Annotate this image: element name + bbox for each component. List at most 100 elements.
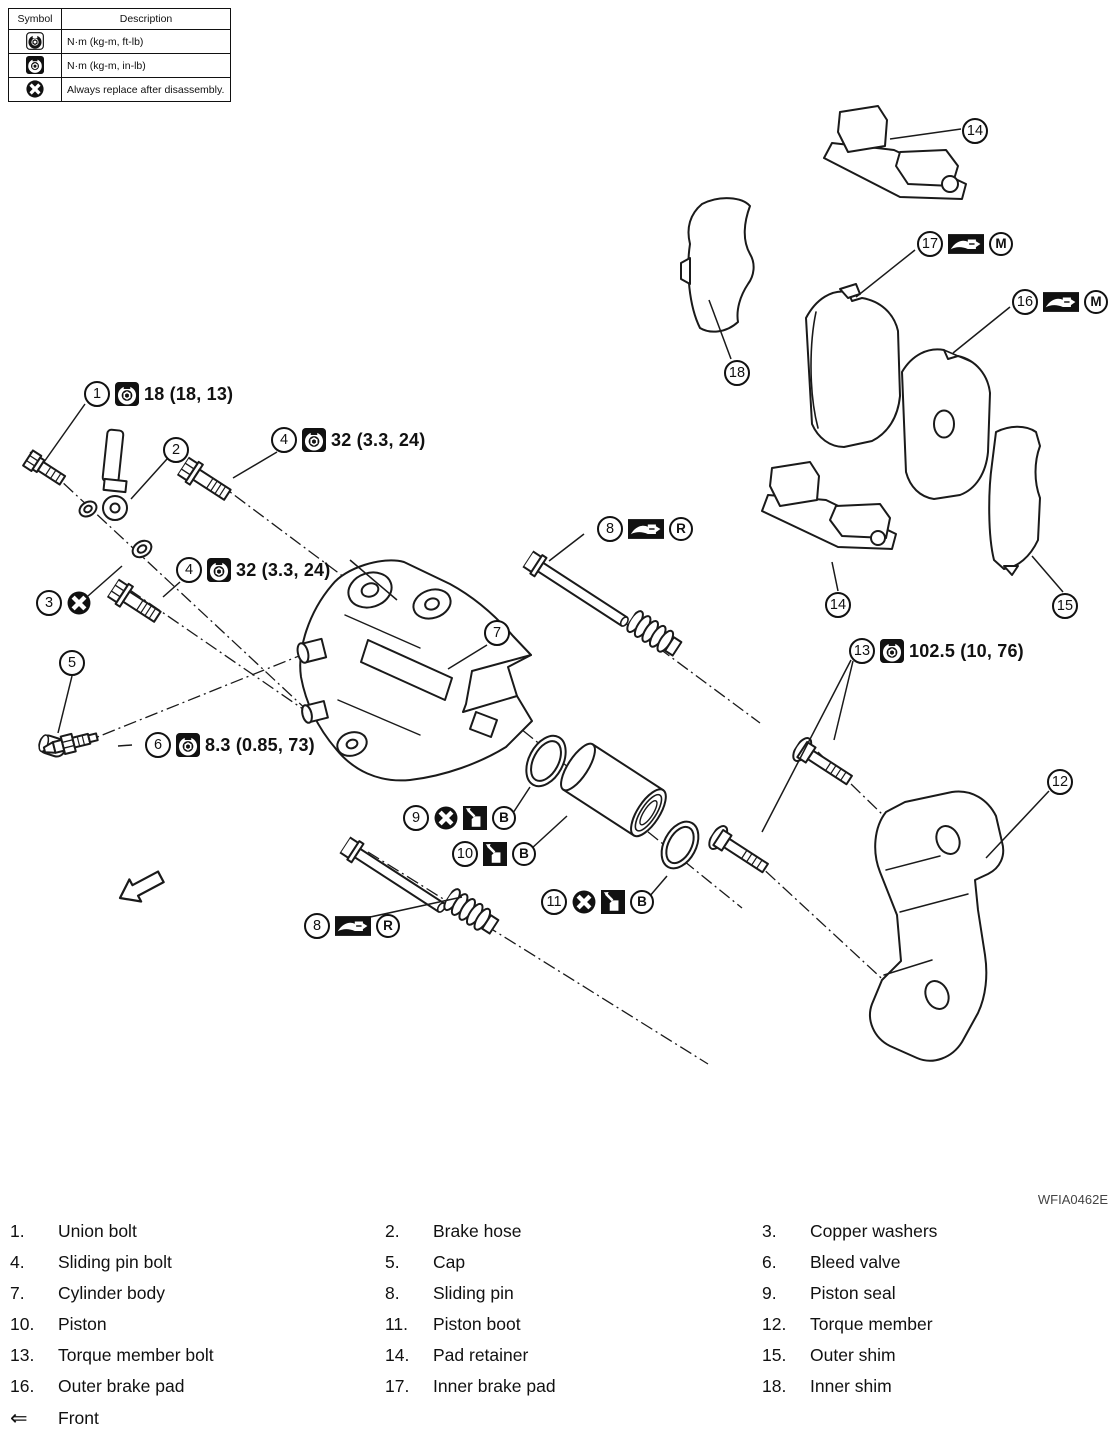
replace-icon [572, 890, 596, 914]
pad-retainer-lower-part [761, 461, 897, 550]
fluid-type-badge: B [492, 806, 516, 830]
torque-spec: 8.3 (0.85, 73) [205, 734, 315, 755]
sliding-pin-lower-part [337, 834, 451, 920]
part-name: Outer shim [810, 1345, 896, 1365]
piston-part [560, 742, 667, 838]
outer-shim-part [988, 425, 1041, 576]
fluid-type-badge: B [512, 842, 536, 866]
grease-type-badge: M [989, 232, 1013, 256]
callout-number: 9 [403, 805, 429, 831]
callout-number: 10 [452, 841, 478, 867]
legend-description: N·m (kg-m, in-lb) [61, 53, 231, 78]
part-number: 12. [762, 1314, 787, 1334]
part-number: 13. [10, 1345, 35, 1365]
sliding-pin-bolt-lower-part [105, 577, 165, 628]
part-name: Union bolt [58, 1221, 137, 1241]
part-number: 18. [762, 1376, 787, 1396]
callout-number: 3 [36, 590, 62, 616]
parts-list-column-3: 3. Copper washers 6. Bleed valve 9. Pist… [762, 1216, 1112, 1402]
sliding-pin-upper-part [520, 548, 634, 634]
torque-ftlb-icon [115, 382, 139, 406]
callout-leader-lines [43, 128, 1064, 922]
legend-header-symbol: Symbol [8, 8, 62, 30]
grease-type-badge: R [376, 914, 400, 938]
parts-list-item: 11. Piston boot [385, 1309, 755, 1340]
legend-row: Always replace after disassembly. [8, 77, 231, 102]
front-label: Front [58, 1408, 99, 1428]
callout-14-pad-retainer: 14 [962, 118, 988, 144]
part-number: 1. [10, 1221, 25, 1241]
torque-spec: 18 (18, 13) [144, 383, 234, 404]
legend-header-description: Description [61, 8, 231, 30]
front-direction-arrow [118, 870, 165, 903]
piston-seal-part [525, 734, 567, 788]
grease-icon [1043, 292, 1079, 312]
torque-spec: 32 (3.3, 24) [331, 429, 426, 450]
part-number: 14. [385, 1345, 410, 1365]
parts-list-column-1: 1. Union bolt 4. Sliding pin bolt 7. Cyl… [10, 1216, 380, 1402]
pad-retainer-upper-part [823, 105, 967, 200]
legend-description: Always replace after disassembly. [61, 77, 231, 102]
callout-number: 14 [962, 118, 988, 144]
callout-4-sliding-pin-bolt: 4 32 (3.3, 24) [271, 427, 425, 453]
callout-number: 6 [145, 732, 171, 758]
part-name: Cap [433, 1252, 466, 1272]
part-name: Sliding pin bolt [58, 1252, 172, 1272]
fluid-icon [601, 890, 625, 914]
part-name: Inner brake pad [433, 1376, 556, 1396]
part-name: Piston [58, 1314, 107, 1334]
parts-list-item: 10. Piston [10, 1309, 380, 1340]
callout-6-bleed-valve: 6 8.3 (0.85, 73) [145, 732, 315, 758]
sliding-pin-boot-upper-part [623, 608, 685, 660]
sliding-pin-bolt-upper-part [175, 455, 235, 506]
parts-list-item: 12. Torque member [762, 1309, 1112, 1340]
callout-12-torque-member: 12 [1047, 769, 1073, 795]
parts-list-column-2: 2. Brake hose 5. Cap 8. Sliding pin 11. … [385, 1216, 755, 1402]
torque-ftlb-icon [207, 558, 231, 582]
fluid-type-badge: B [630, 890, 654, 914]
part-name: Torque member [810, 1314, 933, 1334]
fluid-icon [463, 806, 487, 830]
callout-4-sliding-pin-bolt: 4 32 (3.3, 24) [176, 557, 330, 583]
parts-list-item: 7. Cylinder body [10, 1278, 380, 1309]
part-number: 2. [385, 1221, 400, 1241]
fluid-icon [483, 842, 507, 866]
parts-list-item: 4. Sliding pin bolt [10, 1247, 380, 1278]
part-name: Brake hose [433, 1221, 522, 1241]
callout-16-outer-brake-pad: 16 M [1012, 289, 1108, 315]
union-bolt-part [22, 449, 67, 486]
grease-icon [335, 916, 371, 936]
part-number: 3. [762, 1221, 777, 1241]
torque-ftlb-icon [302, 428, 326, 452]
callout-8-sliding-pin: 8 R [304, 913, 400, 939]
grease-icon [948, 234, 984, 254]
callout-number: 18 [724, 360, 750, 386]
sliding-pin-boot-lower-part [440, 886, 502, 938]
parts-list-item: 3. Copper washers [762, 1216, 1112, 1247]
callout-number: 1 [84, 381, 110, 407]
part-number: 4. [10, 1252, 25, 1272]
parts-list-item: 5. Cap [385, 1247, 755, 1278]
callout-number: 7 [484, 620, 510, 646]
grease-type-badge: R [669, 517, 693, 541]
replace-icon [67, 591, 91, 615]
part-name: Pad retainer [433, 1345, 529, 1365]
parts-list-item: 13. Torque member bolt [10, 1340, 380, 1371]
callout-number: 11 [541, 889, 567, 915]
legend-header-row: Symbol Description [8, 8, 231, 30]
part-number: 6. [762, 1252, 777, 1272]
part-name: Piston boot [433, 1314, 521, 1334]
part-number: 15. [762, 1345, 787, 1365]
callout-14-pad-retainer: 14 [825, 592, 851, 618]
bleed-valve-part [42, 732, 99, 756]
callout-1-union-bolt: 1 18 (18, 13) [84, 381, 233, 407]
outer-brake-pad-part [901, 348, 991, 500]
part-number: 7. [10, 1283, 25, 1303]
callout-9-piston-seal: 9 B [403, 805, 516, 831]
callout-7-cylinder-body: 7 [484, 620, 510, 646]
callout-number: 2 [163, 437, 189, 463]
callout-number: 4 [271, 427, 297, 453]
part-name: Torque member bolt [58, 1345, 214, 1365]
parts-list-item: 17. Inner brake pad [385, 1371, 755, 1402]
torque-member-part [869, 790, 1005, 1062]
